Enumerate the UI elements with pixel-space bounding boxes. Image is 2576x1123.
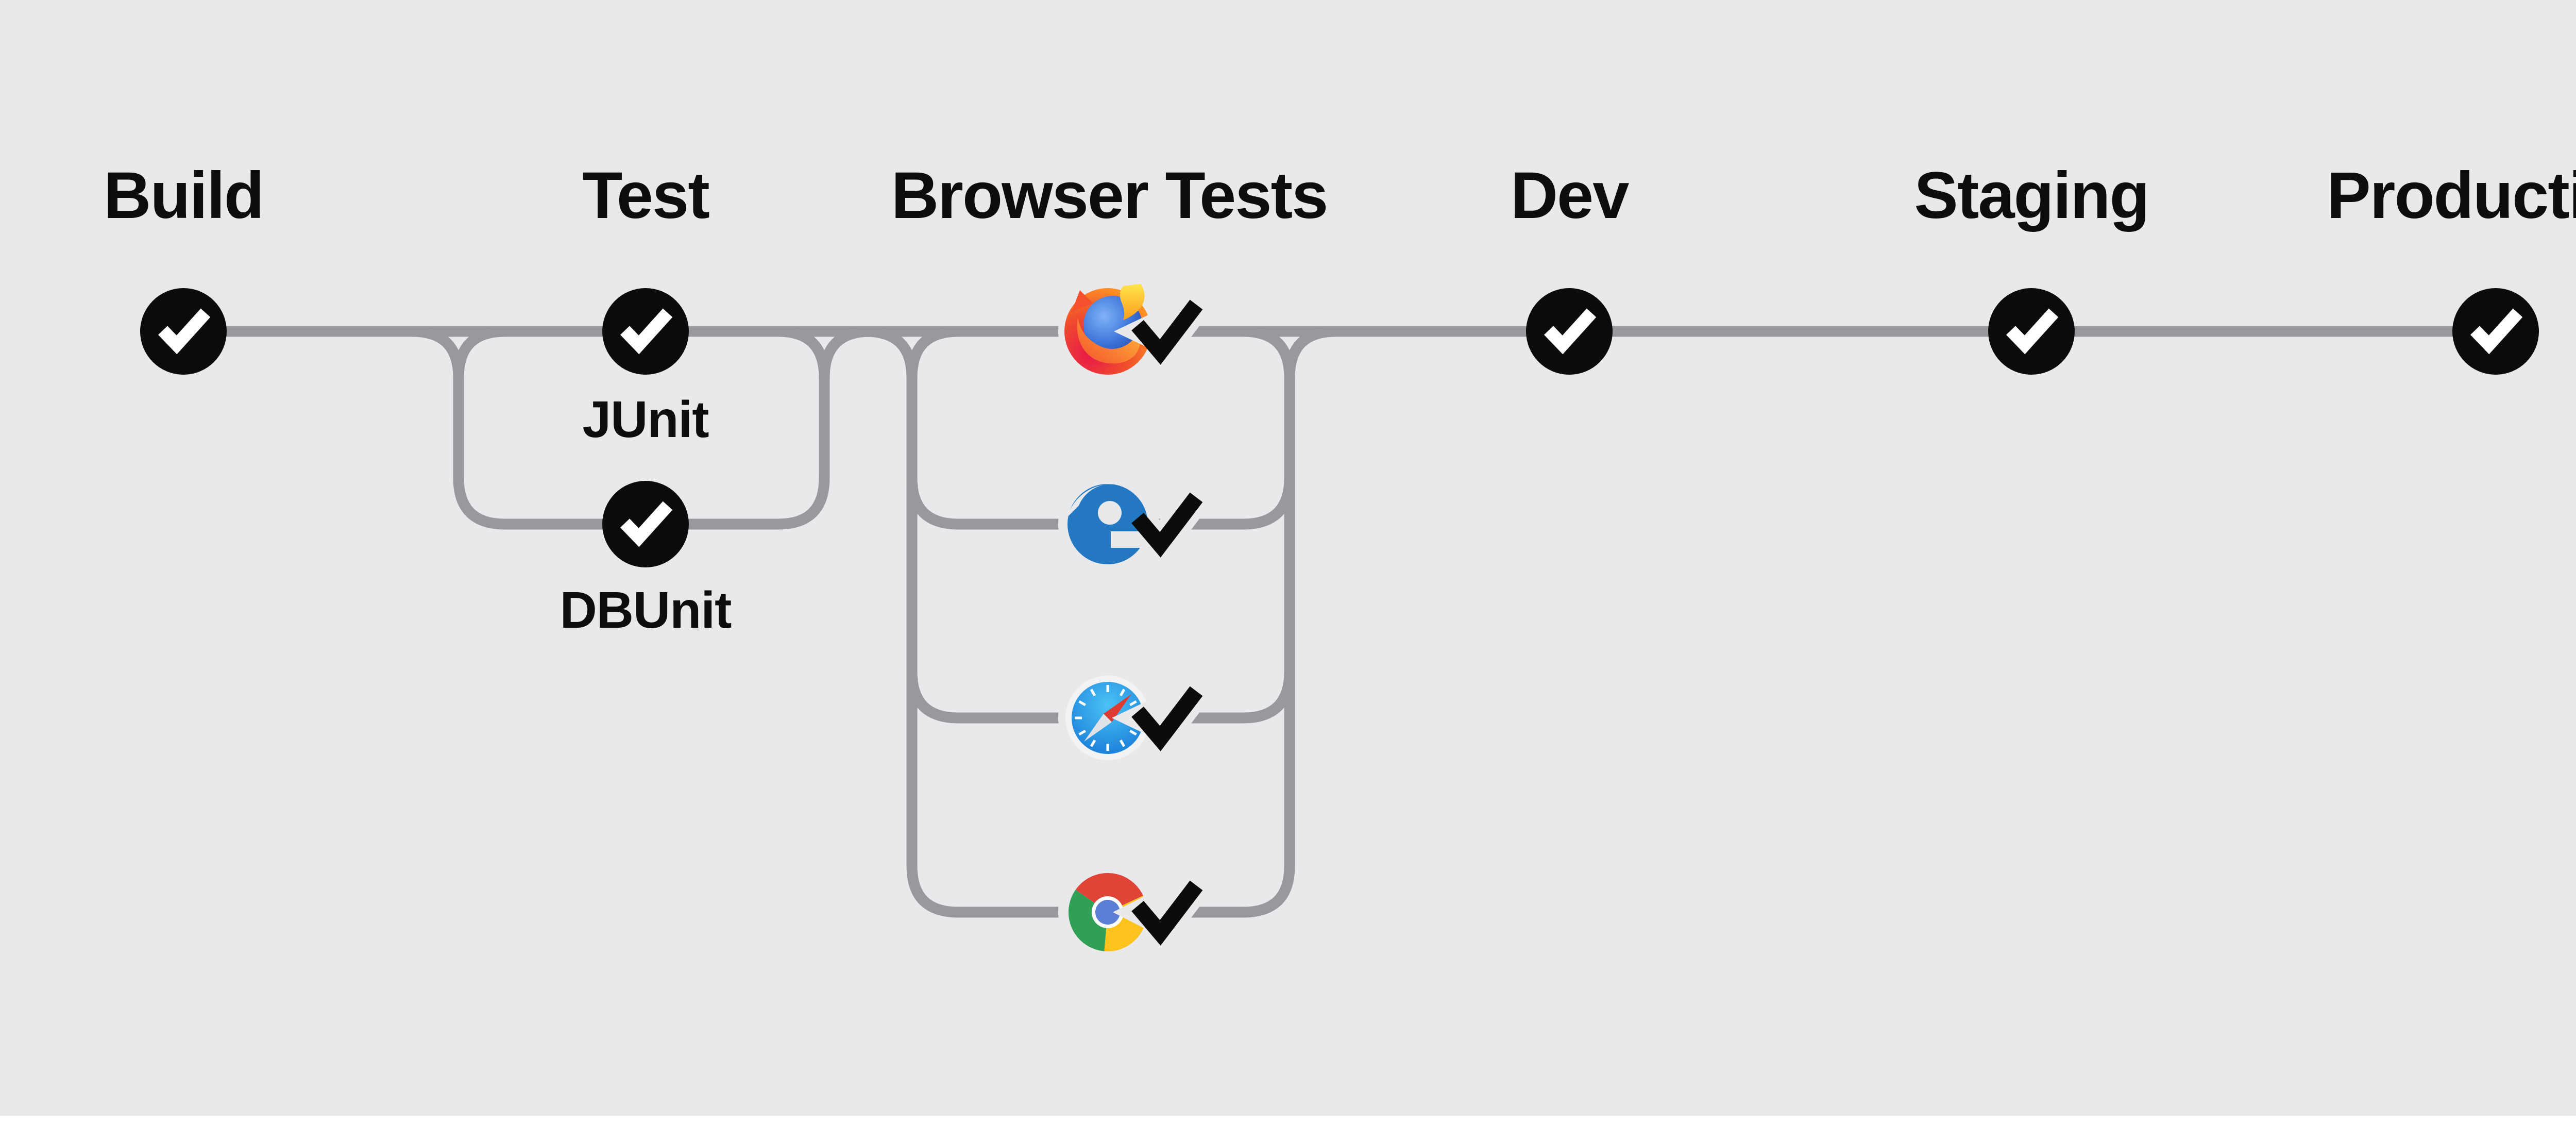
- stage-label-browser-tests: Browser Tests: [891, 159, 1329, 232]
- chrome-check-icon: [1131, 880, 1203, 946]
- footer-strip: [0, 1116, 2576, 1123]
- safari-check-icon: [1131, 686, 1203, 751]
- node-production: [2452, 288, 2539, 375]
- stage-label-dev: Dev: [1510, 159, 1630, 232]
- stage-label-staging: Staging: [1914, 159, 2149, 232]
- edge-icon: [1058, 475, 1157, 574]
- firefox-check-icon: [1131, 299, 1203, 365]
- safari-icon: [1058, 668, 1161, 767]
- node-dbunit: [602, 481, 689, 567]
- junction-fillets-test: [453, 326, 871, 378]
- stage-label-build: Build: [104, 159, 264, 232]
- stage-label-test: Test: [582, 159, 710, 232]
- check-icon: [1544, 308, 1597, 355]
- browser-split-line: [865, 326, 1336, 918]
- check-icon: [2470, 308, 2523, 355]
- node-staging: [1988, 288, 2075, 375]
- check-icon: [620, 501, 673, 547]
- node-junit: [602, 288, 689, 375]
- job-label-dbunit: DBUnit: [560, 581, 732, 639]
- stage-label-production: Production: [2327, 159, 2576, 232]
- node-dev: [1526, 288, 1613, 375]
- check-icon: [158, 308, 211, 355]
- junction-fillets-browser: [906, 326, 1295, 378]
- status-nodes: [140, 288, 2539, 567]
- test-branch-line: [412, 326, 830, 530]
- job-label-junit: JUnit: [582, 391, 709, 448]
- check-gap-halos: [1126, 295, 1209, 958]
- check-icon: [620, 308, 673, 355]
- edge-check-icon: [1131, 492, 1203, 558]
- check-icon: [2006, 308, 2059, 355]
- node-build: [140, 288, 227, 375]
